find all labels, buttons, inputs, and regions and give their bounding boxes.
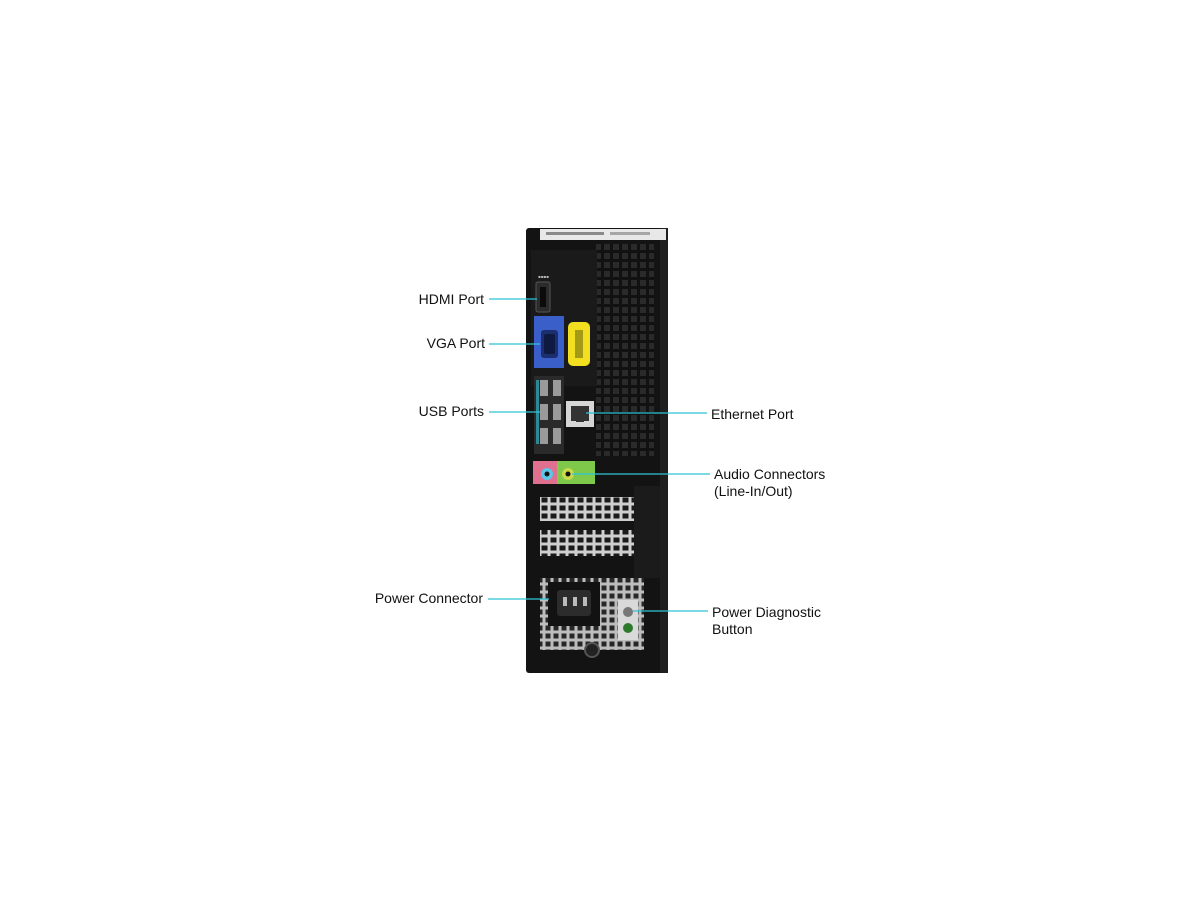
callout-text: Power Connector <box>374 590 483 606</box>
usb-port[interactable] <box>553 428 561 444</box>
diagnostic-plate <box>618 600 638 640</box>
callout-text: Ethernet Port <box>711 406 794 422</box>
callout-audio-connectors: Audio Connectors (Line-In/Out) <box>714 466 825 500</box>
callout-usb-ports: USB Ports <box>419 403 484 420</box>
callout-power-diagnostic-button: Power Diagnostic Button <box>712 604 821 638</box>
slot-latch <box>634 486 660 578</box>
callout-text: HDMI Port <box>418 291 484 307</box>
yellow-warning-tag <box>568 322 590 366</box>
callout-ethernet-port: Ethernet Port <box>711 406 794 423</box>
usb-port[interactable] <box>540 404 548 420</box>
usb-port[interactable] <box>553 380 561 396</box>
callout-hdmi-port: HDMI Port <box>419 291 484 308</box>
callout-power-connector: Power Connector <box>375 590 483 607</box>
thumbscrew <box>584 642 600 658</box>
barcode-strip <box>546 232 604 235</box>
power-supply <box>540 578 644 658</box>
usb-port[interactable] <box>540 380 548 396</box>
hdmi-port[interactable]: ▪▪▪▪ <box>535 274 551 313</box>
expansion-slots <box>540 486 660 578</box>
callout-text: VGA Port <box>426 335 485 351</box>
hdmi-glyph: ▪▪▪▪ <box>538 274 549 279</box>
pc-chassis: ▪▪▪▪ <box>526 228 668 673</box>
diagnostic-led <box>623 623 633 633</box>
usb-port-group <box>534 376 564 454</box>
callout-text: Power Diagnostic <box>712 604 821 620</box>
leader-lines <box>488 298 710 612</box>
serial-strip <box>610 232 650 235</box>
callout-text: USB Ports <box>418 403 484 419</box>
ethernet-port[interactable] <box>566 401 594 427</box>
callout-text: (Line-In/Out) <box>714 483 793 499</box>
audio-connectors <box>533 461 595 484</box>
vent-grille <box>596 244 654 456</box>
vga-port[interactable] <box>534 316 564 368</box>
callout-vga-port: VGA Port <box>427 335 485 352</box>
chassis-edge <box>660 228 668 673</box>
usb-port[interactable] <box>540 428 548 444</box>
callout-text: Button <box>712 621 753 637</box>
power-diagnostic-button[interactable] <box>623 607 633 617</box>
callout-text: Audio Connectors <box>714 466 826 482</box>
usb-port[interactable] <box>553 404 561 420</box>
